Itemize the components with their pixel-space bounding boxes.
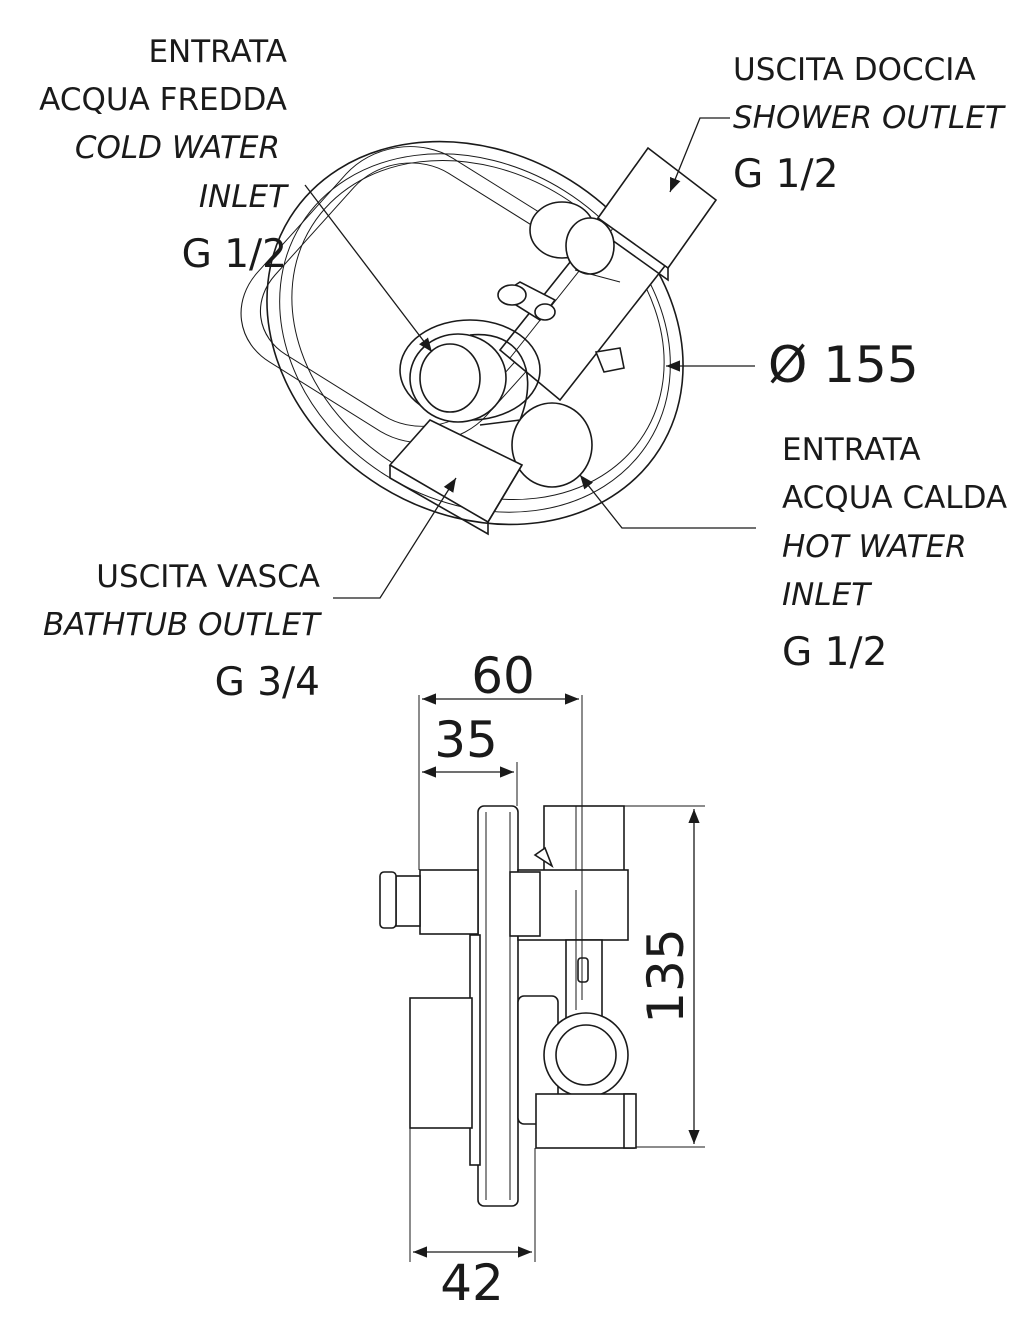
side-cartridge-tip: [379, 871, 397, 929]
cold-inlet-en-1: COLD WATER: [75, 130, 280, 166]
hot-inlet-it-2: ACQUA CALDA: [782, 480, 1007, 516]
hot-inlet-en-2: INLET: [782, 577, 872, 613]
top-leaders: [304, 117, 756, 599]
leader-shower-outlet: [669, 117, 730, 193]
dimension-lines: [409, 693, 705, 1262]
side-body-block: [409, 997, 473, 1129]
label-shower-outlet: USCITA DOCCIA SHOWER OUTLET G 1/2: [733, 52, 1006, 197]
leader-bathtub-outlet: [333, 477, 457, 599]
mixer-side-view: [379, 805, 637, 1207]
side-cartridge: [419, 869, 479, 935]
cold-inlet-it-1: ENTRATA: [148, 34, 287, 70]
hot-inlet-size: G 1/2: [782, 630, 887, 675]
dim-60-text: 60: [471, 647, 535, 705]
dim-35-text: 35: [434, 711, 498, 769]
cold-inlet-it-2: ACQUA FREDDA: [39, 82, 287, 118]
dim-42-text: 42: [440, 1254, 504, 1312]
leader-hot-inlet: [579, 474, 756, 529]
label-cold-inlet: ENTRATA ACQUA FREDDA COLD WATER INLET G …: [39, 34, 289, 277]
hot-inlet-fitting: [511, 402, 593, 488]
shower-outlet-block: [596, 146, 718, 270]
cold-inlet-bore: [419, 343, 481, 413]
leader-cold-inlet: [304, 184, 433, 353]
bathtub-outlet-en: BATHTUB OUTLET: [43, 607, 322, 643]
hot-inlet-en-1: HOT WATER: [782, 529, 967, 565]
cover-plate-outer: [266, 140, 684, 526]
shower-outlet-it: USCITA DOCCIA: [733, 52, 976, 88]
label-bathtub-outlet: USCITA VASCA BATHTUB OUTLET G 3/4: [43, 559, 322, 705]
diameter-label: Ø 155: [768, 336, 919, 394]
bathtub-outlet-block: [388, 419, 524, 524]
cold-inlet-size: G 1/2: [182, 232, 287, 277]
hot-inlet-it-1: ENTRATA: [782, 432, 921, 468]
side-shower-outlet: [543, 805, 625, 879]
shower-outlet-size: G 1/2: [733, 152, 838, 197]
cold-inlet-en-2: INLET: [199, 179, 289, 215]
bathtub-outlet-it: USCITA VASCA: [96, 559, 320, 595]
shower-outlet-en: SHOWER OUTLET: [733, 100, 1006, 136]
mixer-isometric-view: [240, 140, 718, 536]
side-bottom-block: [535, 1093, 635, 1149]
bathtub-outlet-size: G 3/4: [215, 660, 320, 705]
side-cover-plate: [477, 805, 519, 1207]
dim-135-text: 135: [637, 928, 695, 1023]
label-hot-inlet: ENTRATA ACQUA CALDA HOT WATER INLET G 1/…: [782, 432, 1007, 675]
